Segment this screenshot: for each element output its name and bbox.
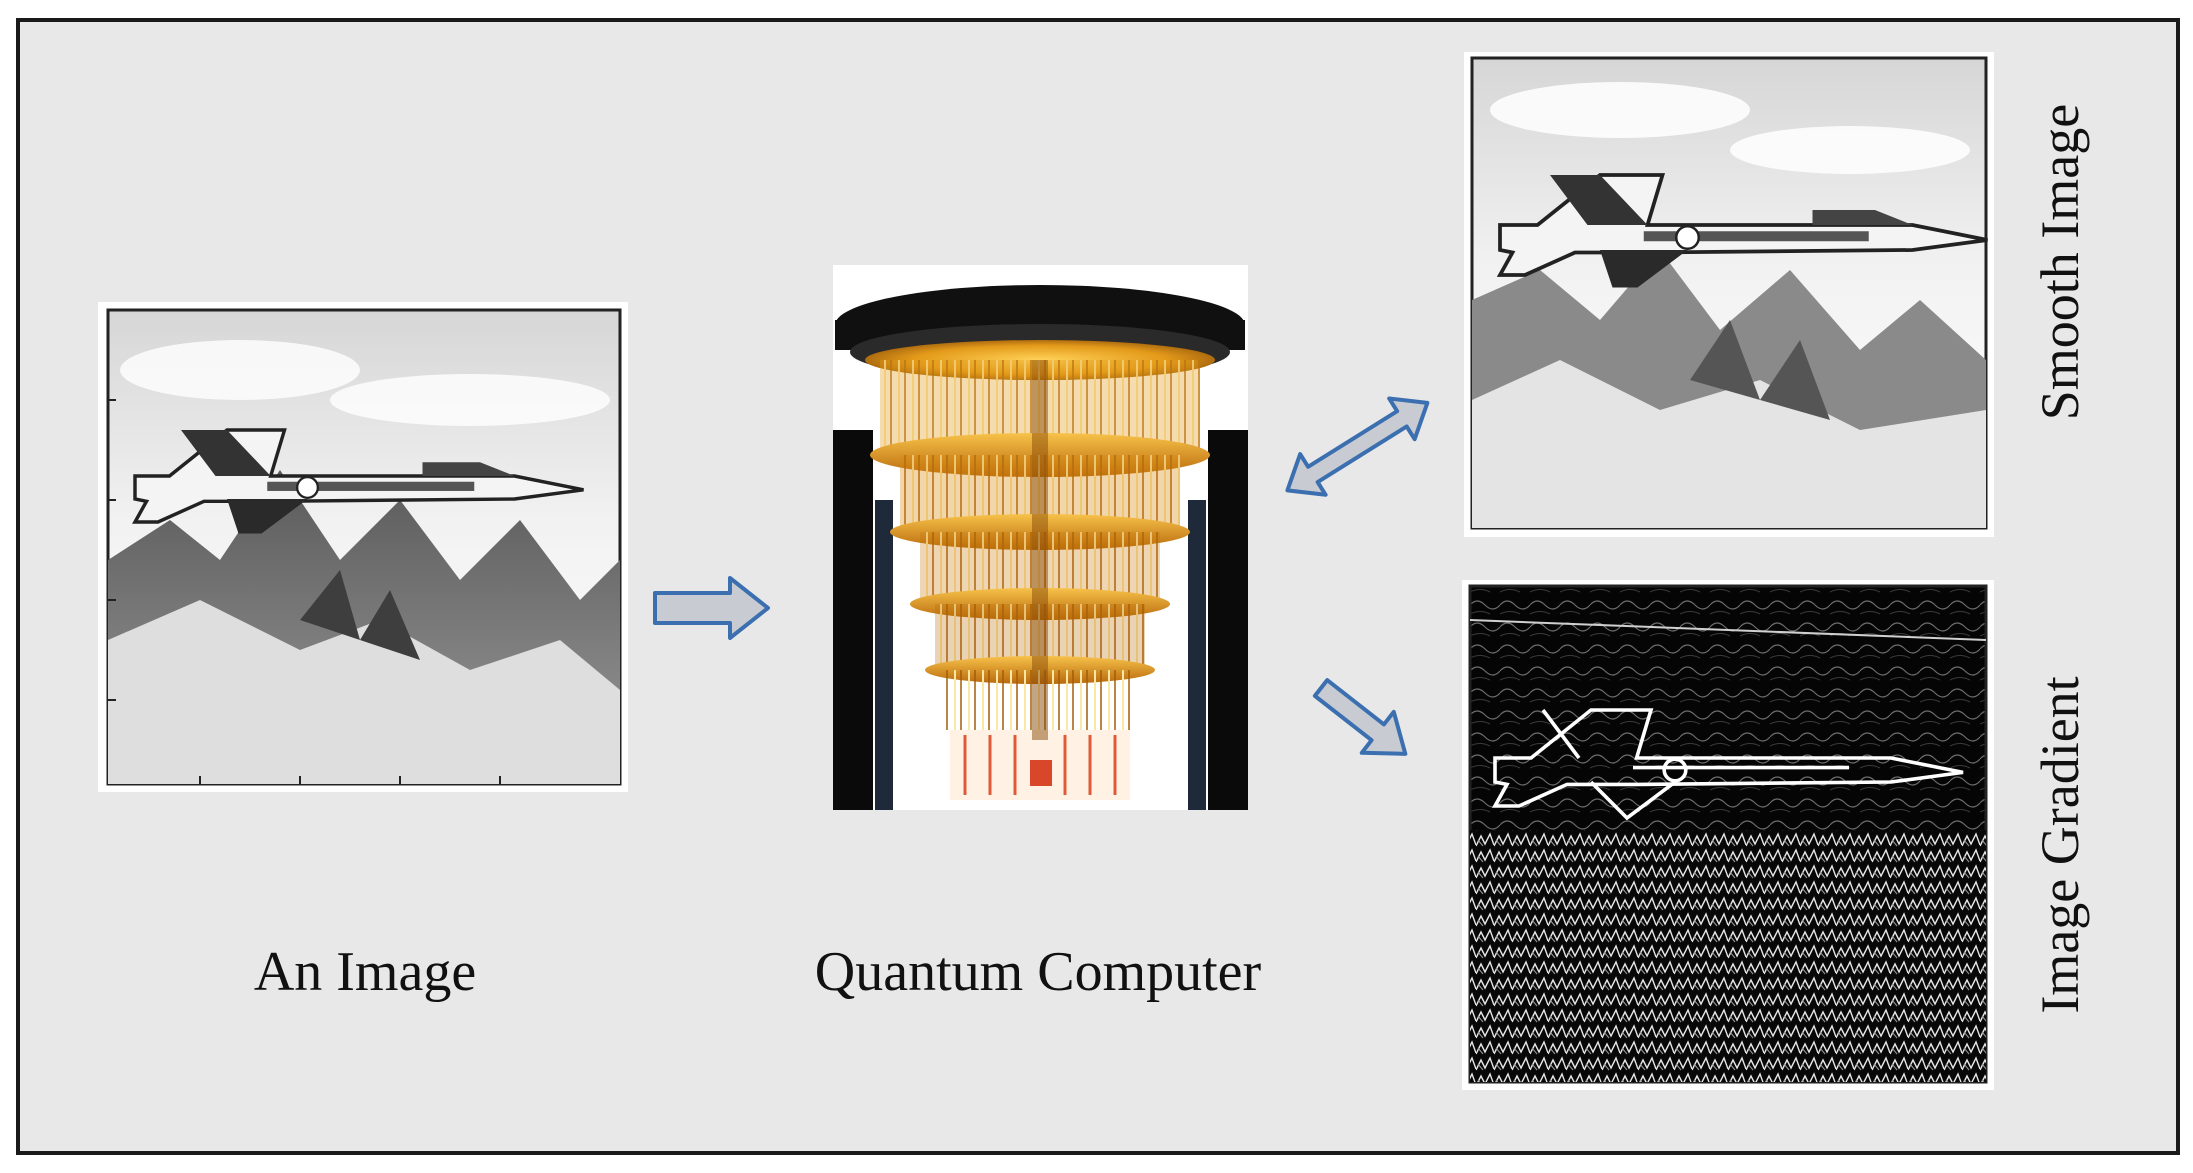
- gradient-image: [1462, 580, 1994, 1090]
- input-label: An Image: [254, 941, 476, 1003]
- processor-label: Quantum Computer: [815, 941, 1262, 1003]
- quantum-computer-image: [833, 265, 1248, 810]
- double-headed-arrow-icon: [1285, 396, 1430, 497]
- gradient-image-label: Image Gradient: [2030, 676, 2090, 1013]
- down-right-arrow-icon: [1312, 678, 1408, 756]
- input-image: [98, 302, 628, 792]
- right-arrow-icon: [653, 576, 770, 640]
- smooth-image-label: Smooth Image: [2030, 104, 2090, 420]
- smooth-image: [1464, 52, 1994, 537]
